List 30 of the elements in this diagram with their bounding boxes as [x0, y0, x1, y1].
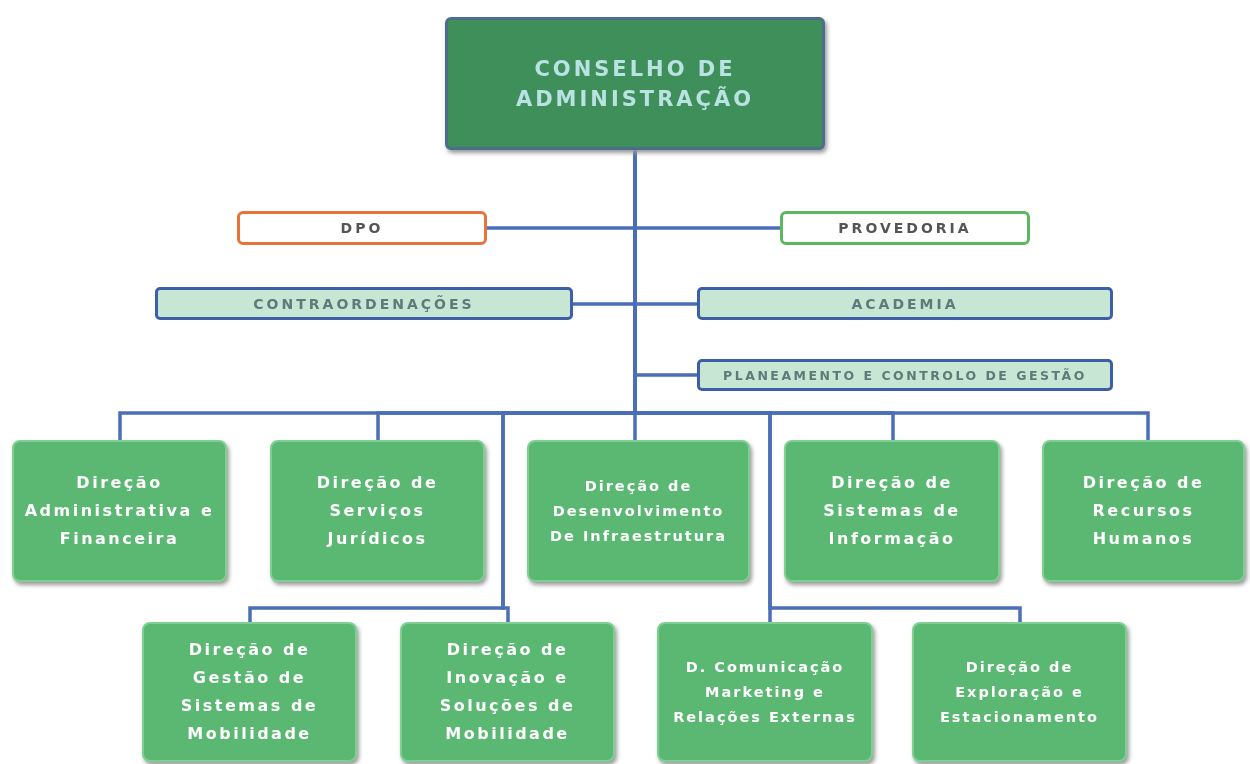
department-box — [142, 622, 357, 762]
unit-name: Direção de Gestão de Sistemas de Mobilidade — [179, 639, 320, 745]
unit-name: Direção de Inovação e Soluções de Mobilidade — [438, 639, 577, 745]
unit-band — [697, 287, 1113, 320]
unit-name: Direção de Serviços Jurídicos — [315, 472, 440, 550]
department-box — [12, 440, 227, 582]
unit-name: Direção de Desenvolvimento De Infraestrutura — [549, 476, 728, 546]
unit-name: CONTRAORDENAÇÕES — [253, 295, 475, 312]
department-box — [270, 440, 485, 582]
unit-box — [780, 211, 1030, 245]
unit-name: Direção de Recursos Humanos — [1081, 472, 1206, 550]
unit-name: PLANEAMENTO E CONTROLO DE GESTÃO — [723, 367, 1087, 383]
unit-name: ACADEMIA — [851, 295, 959, 312]
board-box — [445, 17, 825, 150]
unit-name: Direção Administrativa e Financeira — [23, 472, 216, 550]
unit-name: Direção de Sistemas de Informação — [822, 472, 962, 550]
department-box — [1042, 440, 1245, 582]
unit-name: Direção de Exploração e Estacionamento — [938, 657, 1100, 727]
department-box — [657, 622, 873, 762]
department-box — [912, 622, 1127, 762]
unit-name: DPO — [340, 220, 384, 236]
unit-name: PROVEDORIA — [838, 220, 972, 236]
department-box — [527, 440, 750, 582]
unit-name: D. Comunicação Marketing e Relações Externas — [672, 657, 858, 727]
department-box — [400, 622, 615, 762]
unit-name: CONSELHO DE ADMINISTRAÇÃO — [514, 55, 756, 113]
department-box — [784, 440, 1000, 582]
unit-band — [155, 287, 573, 320]
unit-band — [697, 359, 1113, 391]
unit-box — [237, 211, 487, 245]
